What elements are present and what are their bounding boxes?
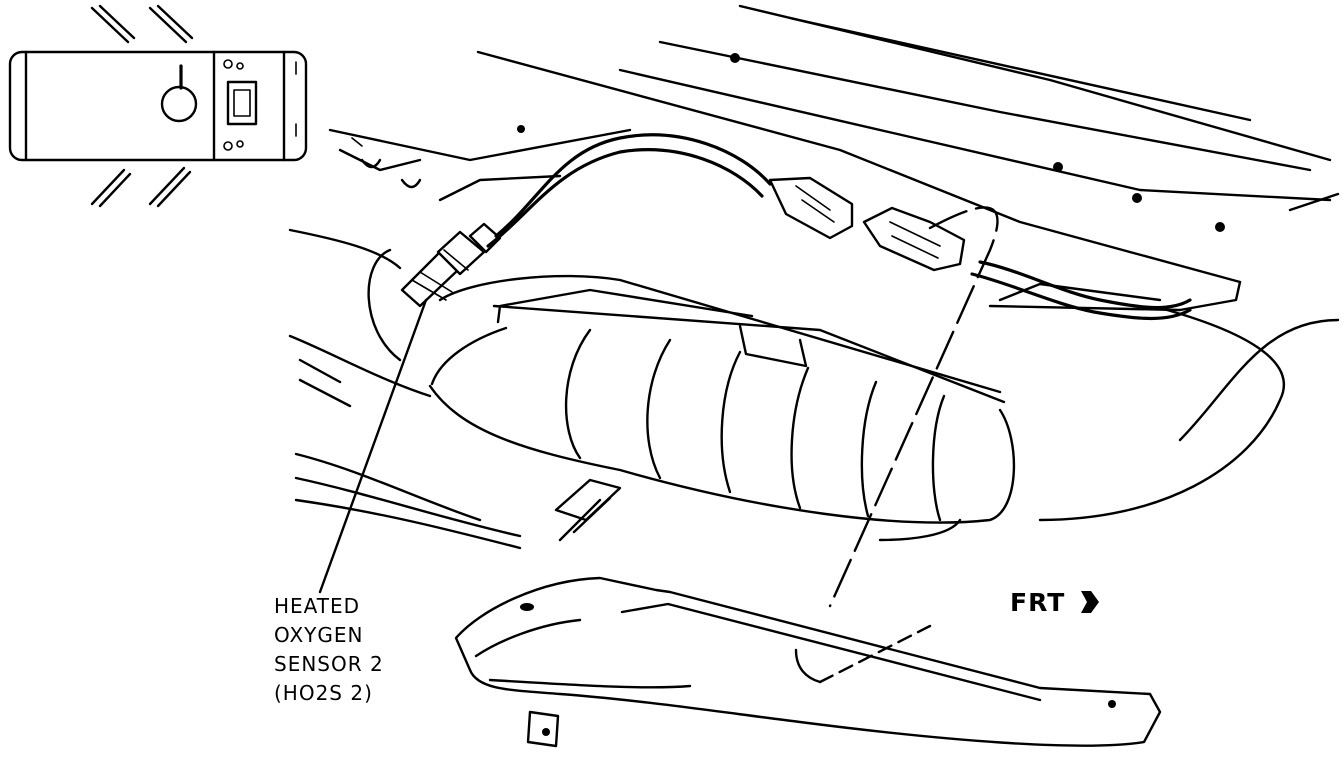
exhaust-pipe [288, 228, 522, 550]
callout-line-4: (HO2S 2) [274, 681, 373, 705]
oxygen-sensor-callout: HEATED OXYGEN SENSOR 2 (HO2S 2) [274, 592, 474, 708]
front-label: FRT [1010, 588, 1066, 617]
callout-leader-line [318, 298, 428, 594]
oxygen-sensor [400, 222, 502, 308]
shield-leader-line [828, 206, 999, 608]
sensor-harness [486, 133, 1192, 321]
callout-line-3: SENSOR 2 [274, 652, 384, 676]
catalytic-converter [428, 274, 1016, 542]
callout-line-2: OXYGEN [274, 623, 364, 647]
heat-shield [454, 576, 1162, 748]
vehicle-floor [328, 4, 1340, 522]
locator-inset [8, 4, 308, 208]
arrow-right-icon [1080, 591, 1099, 613]
leader-lines [318, 206, 999, 608]
front-direction-indicator: FRT [1010, 588, 1101, 617]
callout-line-1: HEATED [274, 594, 361, 618]
